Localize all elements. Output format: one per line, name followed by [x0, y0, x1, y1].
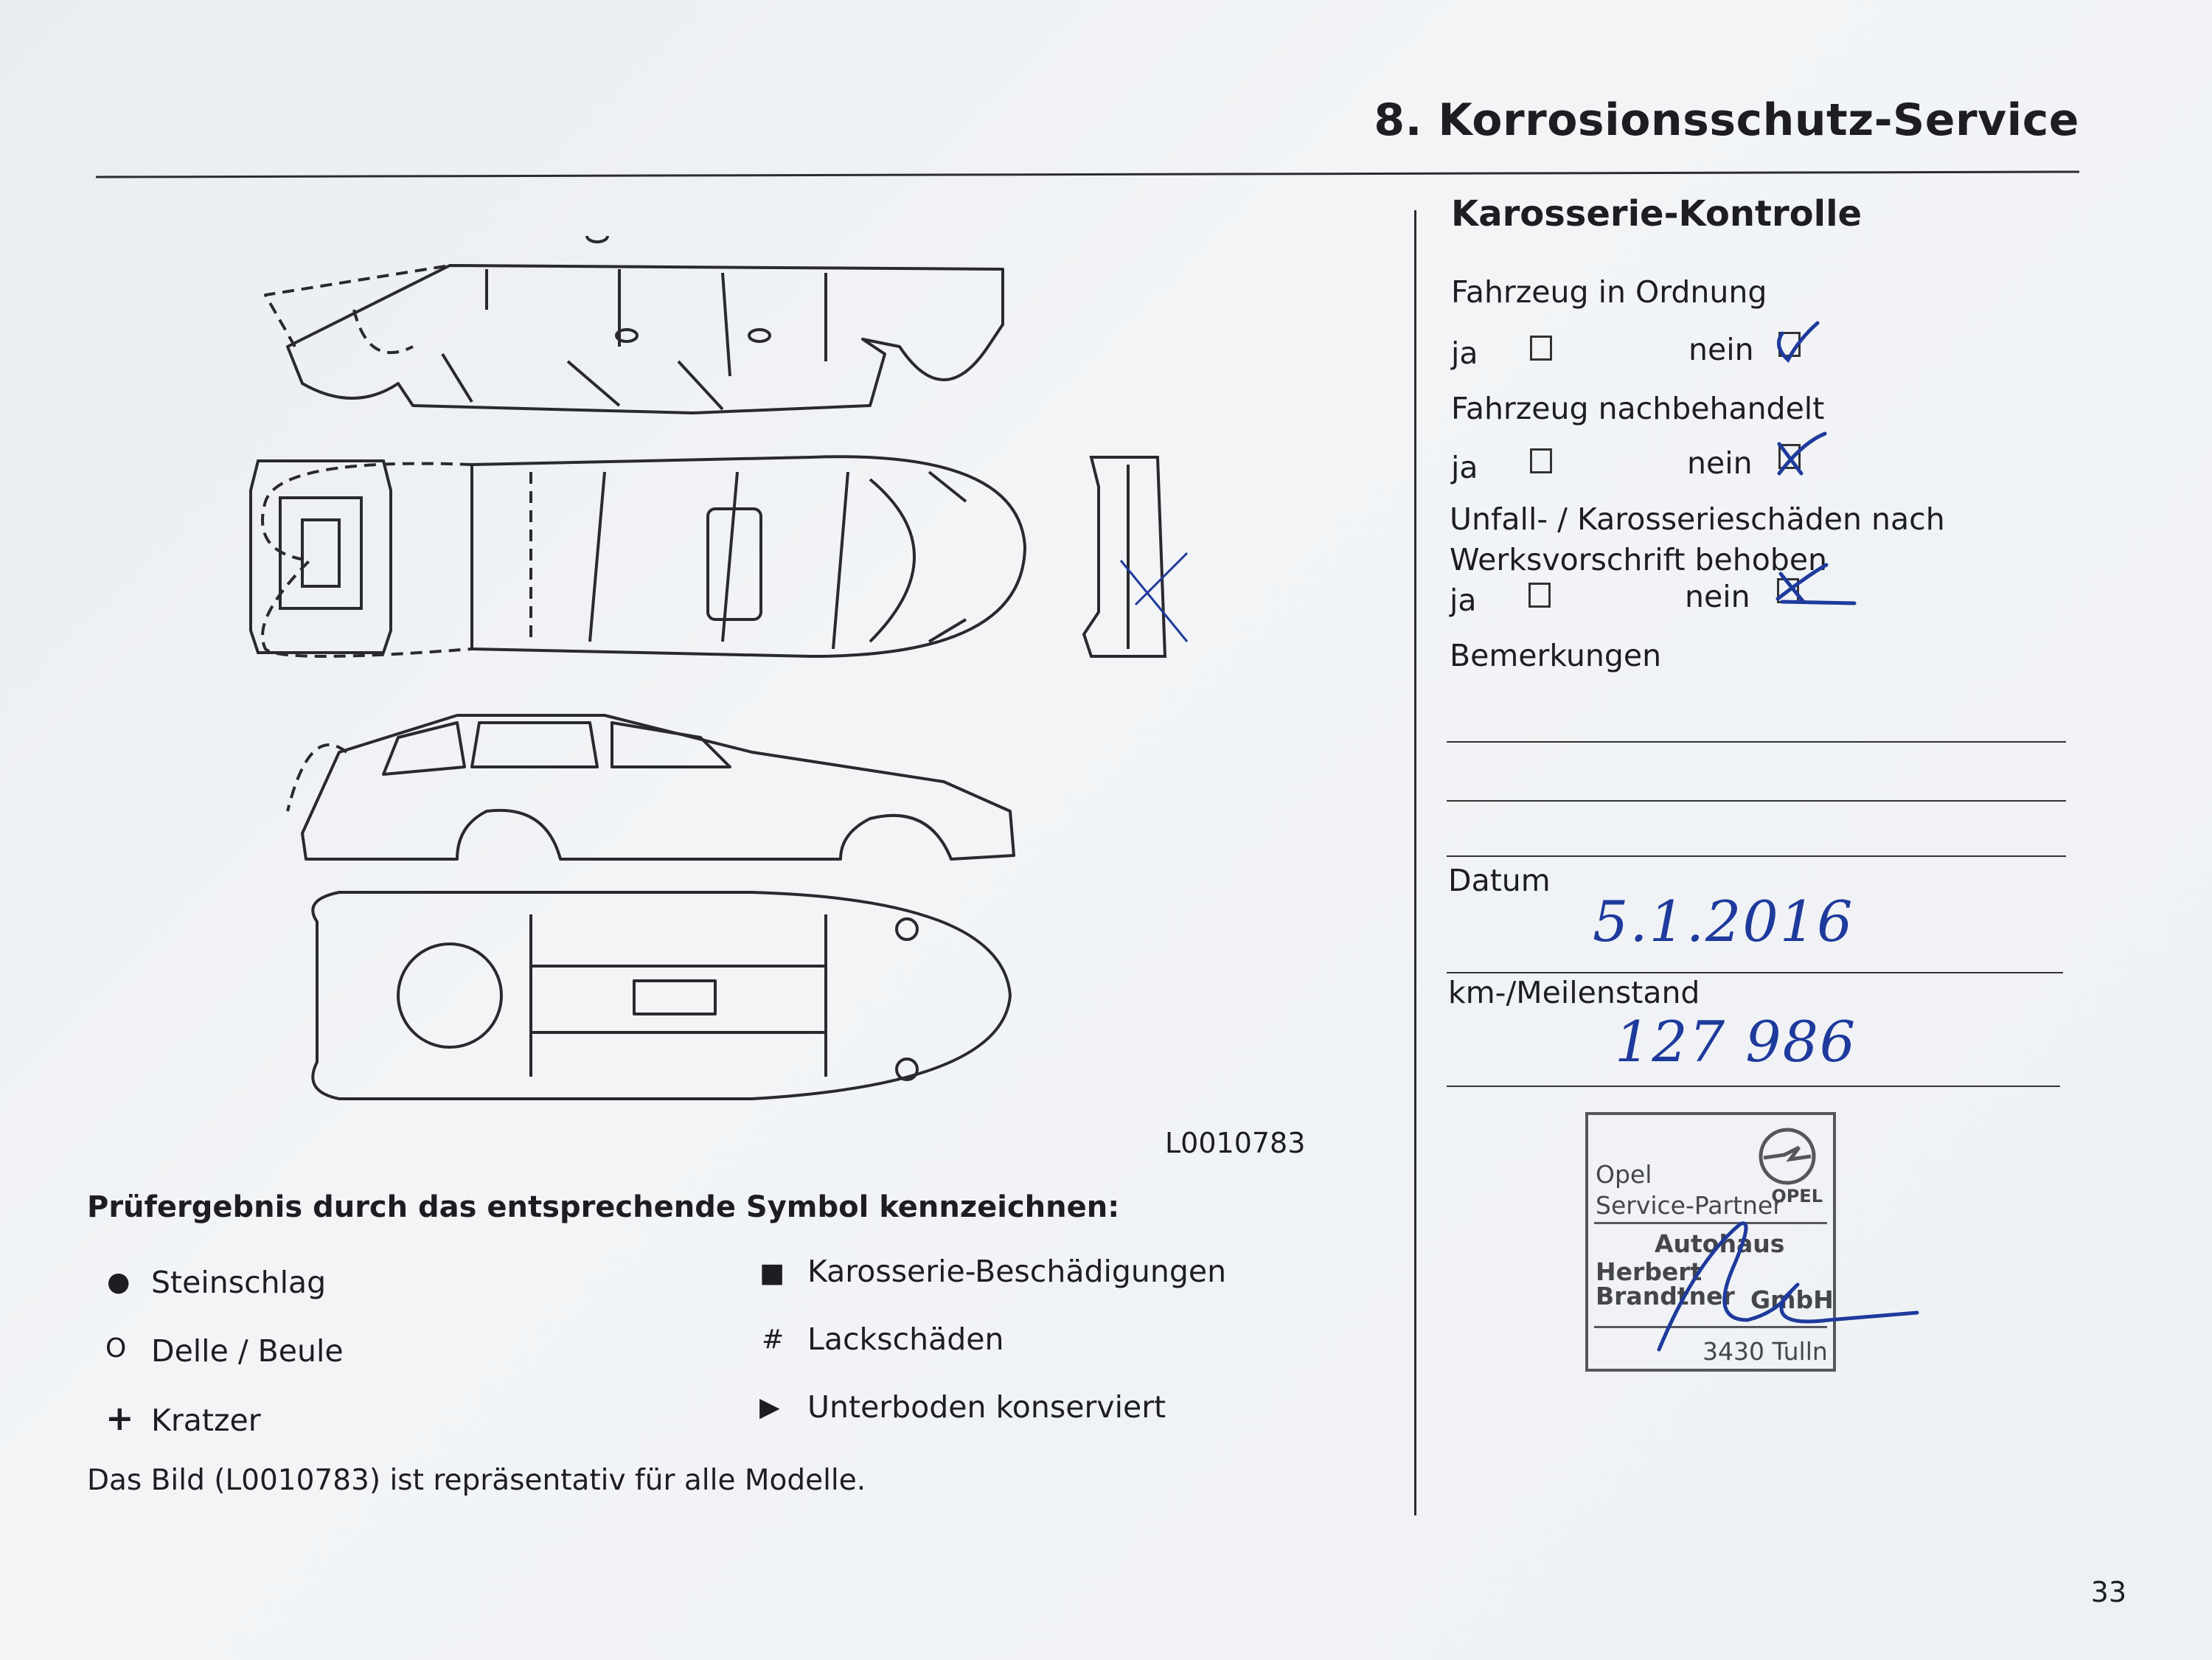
- stamp-line: Herbert Brandtner: [1596, 1257, 1735, 1310]
- mileage-value: 127 986: [1615, 1009, 1857, 1074]
- stamp-divider: [1594, 1326, 1827, 1328]
- scratch-symbol-icon: +: [105, 1398, 134, 1438]
- checkbox-yes[interactable]: [1528, 583, 1551, 608]
- legend-item-label: Unterboden konserviert: [807, 1389, 1166, 1425]
- checkbox-no[interactable]: [1778, 444, 1801, 469]
- section-heading: Karosserie-Kontrolle: [1451, 193, 1863, 235]
- question-label: Fahrzeug in Ordnung: [1451, 274, 1767, 310]
- legend-item-label: Karosserie-Beschädigungen: [807, 1254, 1227, 1289]
- legend-item-label: Delle / Beule: [151, 1333, 344, 1369]
- pen-cross-icon: [1777, 431, 1827, 476]
- car-side-view-top: [264, 264, 1004, 414]
- page-title: 8. Korrosionsschutz-Service: [1374, 94, 2079, 146]
- stamp-brand: OPEL: [1771, 1186, 1823, 1206]
- legend-item-label: Steinschlag: [151, 1265, 327, 1300]
- figure-code: L0010783: [1165, 1127, 1306, 1159]
- stamp-divider: [1594, 1222, 1827, 1224]
- underbody-protected-symbol-icon: ▶: [759, 1392, 780, 1423]
- handwritten-signature: [1657, 1221, 1919, 1352]
- car-front-view: [249, 459, 392, 654]
- question-label: Fahrzeug nachbehandelt: [1451, 391, 1825, 426]
- date-line[interactable]: [1447, 972, 2063, 973]
- answer-yes-label: ja: [1450, 583, 1477, 618]
- stamp-line: 3430 Tulln: [1703, 1337, 1828, 1366]
- car-underbody-view: [311, 891, 1012, 1100]
- dent-symbol-icon: O: [105, 1333, 127, 1364]
- answer-yes-label: ja: [1451, 336, 1478, 371]
- answer-no-label: nein: [1687, 445, 1753, 481]
- pen-cross-icon: [1775, 563, 1857, 605]
- remarks-line[interactable]: [1447, 800, 2066, 802]
- car-top-view: [261, 455, 1026, 658]
- opel-logo-icon: [1759, 1128, 1816, 1185]
- question-label-line2: Werksvorschrift behoben: [1450, 542, 1828, 577]
- paint-damage-symbol-icon: #: [762, 1324, 785, 1355]
- remarks-line[interactable]: [1447, 855, 2066, 857]
- figure-caption: Das Bild (L0010783) ist repräsentativ fü…: [87, 1464, 866, 1497]
- column-divider: [1414, 210, 1416, 1515]
- date-value: 5.1.2016: [1593, 889, 1854, 954]
- mileage-label: km-/Meilenstand: [1448, 975, 1700, 1010]
- car-rear-view: [1082, 456, 1189, 658]
- header-divider: [96, 170, 2079, 178]
- pen-checkmark-icon: [1777, 321, 1820, 363]
- stamp-line: Service-Partner: [1596, 1191, 1783, 1220]
- remarks-label: Bemerkungen: [1450, 638, 1662, 673]
- car-diagram: [261, 236, 1026, 1100]
- date-label: Datum: [1448, 863, 1551, 898]
- checkbox-yes[interactable]: [1530, 448, 1552, 473]
- checkbox-yes[interactable]: [1530, 336, 1552, 361]
- legend-title: Prüfergebnis durch das entsprechende Sym…: [87, 1190, 1120, 1224]
- answer-no-label: nein: [1688, 332, 1754, 367]
- stone-chip-symbol-icon: ●: [107, 1267, 131, 1297]
- car-side-view: [286, 236, 1015, 861]
- legend-item-label: Kratzer: [151, 1403, 261, 1438]
- legend-item-label: Lackschäden: [807, 1322, 1004, 1357]
- question-label-line1: Unfall- / Karosserieschäden nach: [1450, 501, 1945, 537]
- body-damage-symbol-icon: ■: [759, 1258, 785, 1288]
- answer-yes-label: ja: [1451, 450, 1478, 485]
- answer-no-label: nein: [1685, 579, 1750, 614]
- dealer-stamp: Opel OPEL Service-Partner Autohaus Herbe…: [1585, 1112, 1836, 1372]
- stamp-line: Opel: [1596, 1160, 1652, 1189]
- mileage-line[interactable]: [1447, 1086, 2060, 1087]
- remarks-line[interactable]: [1447, 741, 2066, 743]
- page-number: 33: [2090, 1576, 2126, 1608]
